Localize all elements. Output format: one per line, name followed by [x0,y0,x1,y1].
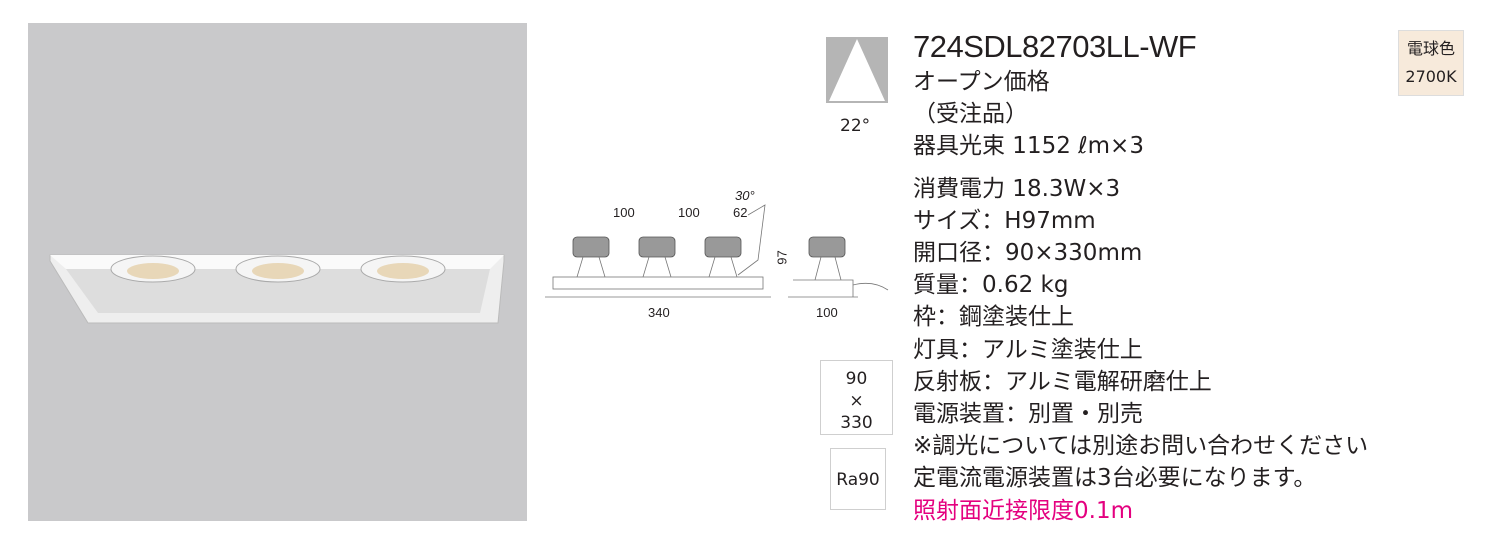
cutout-length: 330 [840,413,873,433]
beam-angle-label: 22° [840,116,871,136]
spec-line: 器具光束 1152 ℓm×3 [913,133,1144,160]
dim-tilt-angle: 30° [735,188,755,203]
order-note: （受注品） [913,101,1028,128]
spec-line: 消費電力 18.3W×3 [913,175,1121,202]
dimension-drawing: 100 100 62 30° 97 340 100 [543,185,893,329]
dim-pitch-1: 100 [613,205,635,220]
ra-badge: Ra90 [830,448,886,510]
cutout-size-box: 90 × 330 [820,360,893,435]
cutout-width: 90 [845,369,868,389]
color-name: 電球色 [1406,39,1455,58]
spec-block: 724SDL82703LL-WF オープン価格 （受注品） 器具光束 1152 … [913,28,1368,527]
proximity-warning: 照射面近接限度0.1m [913,497,1133,524]
product-photo [28,23,527,521]
color-kelvin: 2700K [1405,67,1457,86]
spec-line: 電源装置：別置・別売 [913,401,1143,428]
spec-line: 灯具：アルミ塗装仕上 [913,336,1143,363]
dim-side-width: 100 [816,305,838,320]
color-temp-badge: 電球色 2700K [1398,30,1464,96]
dim-height: 97 [774,250,790,265]
spec-line: 開口径：90×330mm [913,240,1143,267]
spec-line: 定電流電源装置は3台必要になります。 [913,465,1317,492]
model-number: 724SDL82703LL-WF [913,29,1197,64]
fixture-illustration [49,254,505,324]
beam-angle-icon [826,37,888,103]
spec-line: サイズ：H97mm [913,207,1096,234]
side-view-svg [545,204,889,298]
dim-length: 340 [648,305,670,320]
spec-line: 質量：0.62 kg [913,272,1069,299]
spec-line: 枠：鋼塗装仕上 [913,304,1074,331]
price: オープン価格 [913,69,1050,95]
spec-line: 反射板：アルミ電解研磨仕上 [913,368,1212,395]
dim-end: 62 [733,205,748,220]
spec-line: ※調光については別途お問い合わせください [913,433,1369,460]
cutout-times: × [849,391,864,411]
dim-pitch-2: 100 [678,205,700,220]
